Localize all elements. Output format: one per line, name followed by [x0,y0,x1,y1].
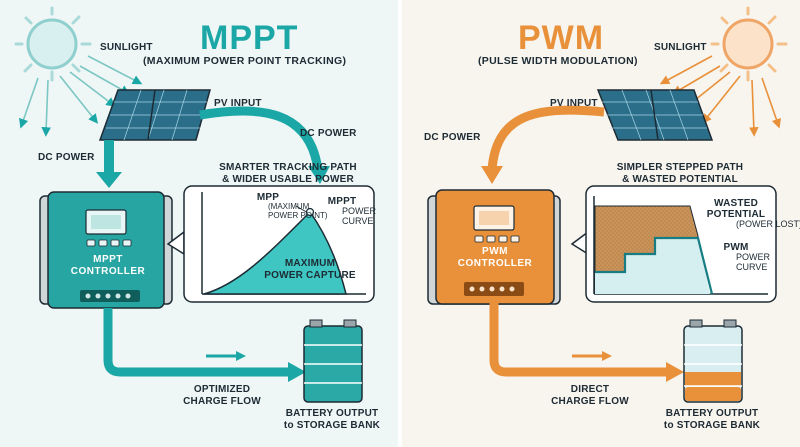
pwm-title: PWM [518,19,605,57]
pwm-solar-panel-icon [596,89,714,141]
pwm-chart-heading-2: & WASTED POTENTIAL [622,174,738,185]
mppt-sunlight-label: SUNLIGHT [100,42,153,53]
mppt-pv-input-label: PV INPUT [214,98,262,109]
mppt-title: MPPT [200,19,299,57]
pwm-curve-label-3: CURVE [736,262,768,272]
wasted-potential-label-2: POTENTIAL [706,209,766,220]
mppt-controller-label-1: MPPT [93,254,123,265]
pwm-sun-icon [710,6,788,82]
pwm-subtitle: (PULSE WIDTH MODULATION) [478,55,638,67]
mpp-sub-label-2: POWER POINT) [268,211,328,220]
mppt-flow-label-1: OPTIMIZED [193,384,251,395]
mppt-sun-rays [19,55,143,137]
pwm-pv-input-label: PV INPUT [550,98,598,109]
mppt-charge-flow-arrow [103,308,306,382]
mppt-curve-label-2: POWER [342,206,377,216]
max-power-capture-label-1: MAXIMUM [284,258,336,269]
pwm-controller-label-1: PWM [482,246,508,257]
pwm-controller-icon [427,189,561,305]
wasted-potential-label-1: WASTED [714,198,758,209]
wasted-potential-label-3: (POWER LOST) [736,219,800,229]
pwm-curve-label-2: POWER [736,252,771,262]
pwm-pv-input-arrow [481,105,605,184]
mppt-battery-label-2: to STORAGE BANK [283,420,381,431]
mppt-pv-input-arrow [199,106,330,184]
pwm-curve-label-1: PWM [723,242,749,253]
mppt-dc-power-arrow [96,140,122,188]
mppt-sun-icon [14,6,92,82]
mppt-flow-label-2: CHARGE FLOW [183,396,261,407]
mppt-dc-power-right-label: DC POWER [300,128,357,139]
mppt-battery-label-1: BATTERY OUTPUT [285,408,379,419]
mppt-chart-heading-1: SMARTER TRACKING PATH [219,162,357,173]
pwm-controller-label-2: CONTROLLER [457,258,533,269]
pwm-battery-label-1: BATTERY OUTPUT [665,408,759,419]
mpp-sub-label-1: (MAXIMUM [268,202,310,211]
mppt-curve-label-1: MPPT [327,196,357,207]
pwm-charge-flow-arrow [489,302,684,382]
mppt-controller-label-2: CONTROLLER [70,266,146,277]
pwm-dc-power-label: DC POWER [424,132,481,143]
mppt-chart-heading-2: & WIDER USABLE POWER [222,174,354,185]
pwm-battery-label-2: to STORAGE BANK [663,420,761,431]
mpp-label: MPP [256,192,280,203]
pwm-sunlight-label: SUNLIGHT [654,42,707,53]
pwm-flow-label-1: DIRECT [570,384,610,395]
mppt-controller-icon [39,191,173,309]
pwm-flow-label-2: CHARGE FLOW [551,396,629,407]
panel-divider [398,0,402,447]
pwm-chart-heading-1: SIMPLER STEPPED PATH [616,162,744,173]
mppt-battery-icon [303,319,363,403]
mppt-dc-power-left-label: DC POWER [38,152,95,163]
mppt-solar-panel-icon [98,89,211,141]
mppt-curve-label-3: CURVE [342,216,374,226]
pwm-chart-card [570,185,777,303]
pwm-battery-icon [683,319,743,403]
mppt-subtitle: (MAXIMUM POWER POINT TRACKING) [143,55,347,67]
max-power-capture-label-2: POWER CAPTURE [264,270,356,281]
mppt-chart-card [166,185,375,303]
